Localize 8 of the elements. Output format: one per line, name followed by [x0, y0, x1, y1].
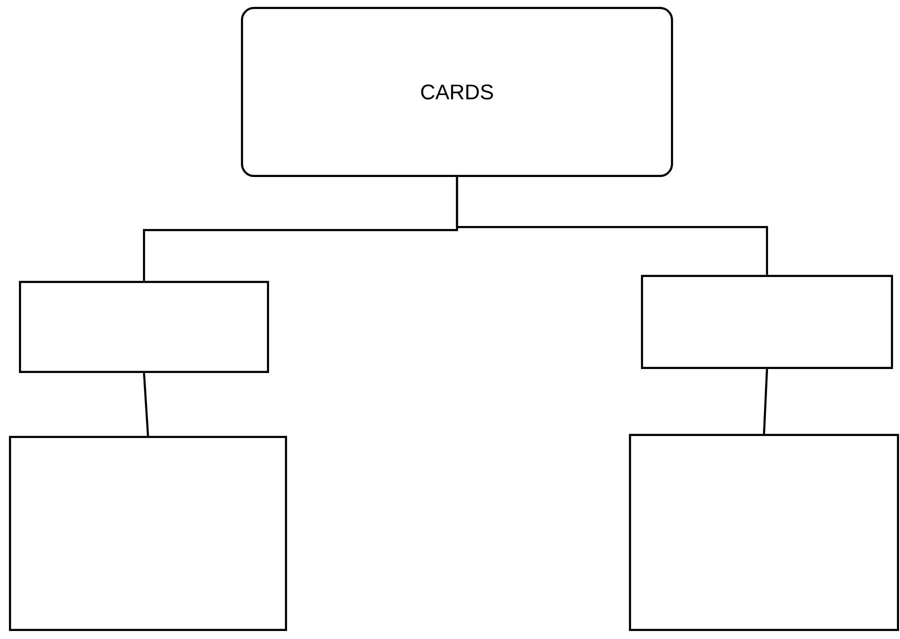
connector-line	[456, 177, 768, 275]
connector-line	[762, 369, 768, 434]
connector-line	[142, 372, 150, 436]
empty-box	[8, 436, 288, 632]
empty-box	[18, 280, 270, 374]
rounded-box: CARDS	[240, 6, 674, 178]
empty-box	[640, 274, 894, 370]
empty-box	[628, 434, 900, 632]
